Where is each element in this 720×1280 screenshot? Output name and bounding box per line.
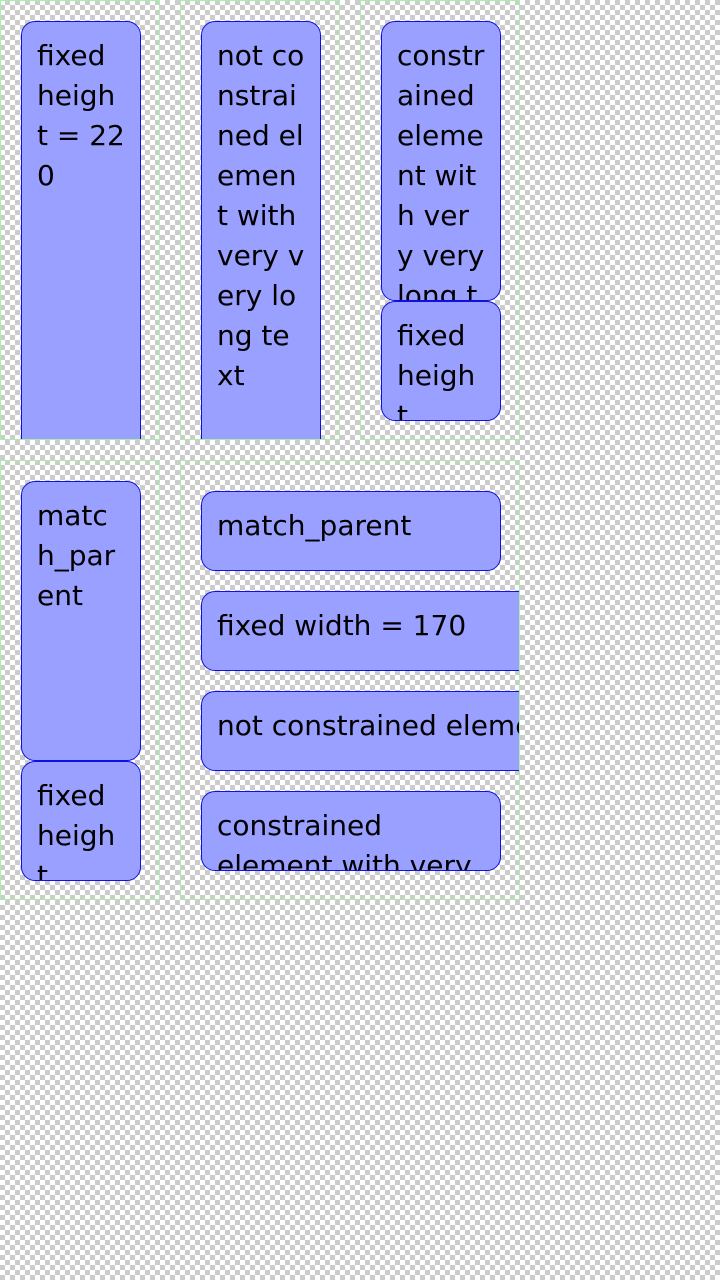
constrained-wide-box: constrained element with very very long … — [201, 791, 501, 871]
not-constrained-tall-box: not constrained element with very very l… — [201, 21, 321, 439]
fixed-height-box: fixed height = 220 — [21, 21, 141, 439]
fixed-width-box: fixed width = 170 — [201, 591, 519, 671]
layout-container-not-constrained: not constrained element with very very l… — [180, 0, 340, 440]
fixed-height-short-box-2: fixed height — [21, 761, 141, 881]
layout-container-match-parent-vertical: match_parent fixed height — [0, 460, 160, 900]
fixed-height-short-box: fixed height — [381, 301, 501, 421]
layout-container-fixed-height: fixed height = 220 — [0, 0, 160, 440]
match-parent-vertical-box: match_parent — [21, 481, 141, 761]
layout-container-horizontal: match_parent fixed width = 170 not const… — [180, 460, 520, 900]
match-parent-horizontal-box: match_parent — [201, 491, 501, 571]
constrained-tall-box: constrained element with very very long … — [381, 21, 501, 301]
layout-container-constrained: constrained element with very very long … — [360, 0, 520, 440]
not-constrained-wide-box: not constrained element with very very l… — [201, 691, 519, 771]
